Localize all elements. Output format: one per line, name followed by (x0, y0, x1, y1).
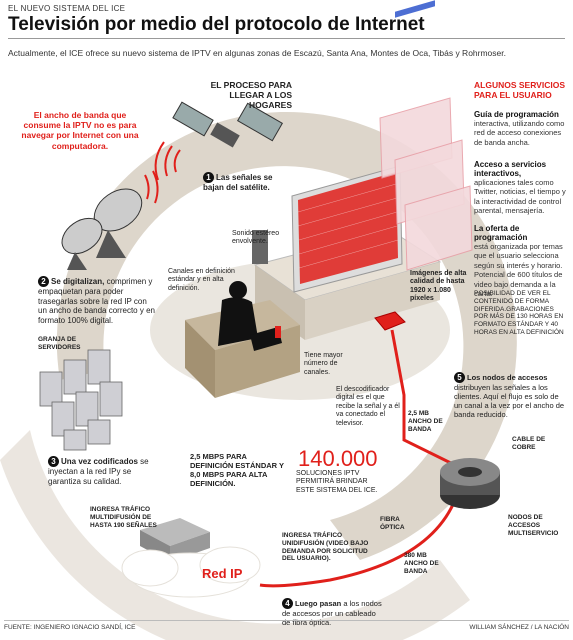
satellite-icon (172, 101, 284, 148)
step-bold: Los nodos de accesos (467, 373, 548, 382)
vod-label: POSIBILIDAD DE VER EL CONTENIDO DE FORMA… (474, 290, 564, 336)
kicker: EL NUEVO SISTEMA DEL ICE (8, 4, 126, 13)
unicast-label: INGRESA TRÁFICO UNIDIFUSIÓN (VIDEO BAJO … (282, 532, 369, 563)
bandwidth-mid-label: 2,5 MBPS PARA DEFINICIÓN ESTÁNDAR Y 8,0 … (190, 452, 284, 488)
copper-cable (390, 329, 466, 472)
satellite-dish-icon (61, 188, 143, 270)
service-item-interactive: Acceso a servicios interactivos, aplicac… (474, 160, 570, 216)
bandwidth-380-label: 380 MB ANCHO DE BANDA (404, 552, 439, 575)
nodes-label: NODOS DE ACCESOS MULTISERVICIO (508, 514, 559, 537)
signal-waves-icon (144, 141, 181, 204)
step-bold-2: bajan del satélite. (203, 183, 270, 192)
step-bold: Se digitalizan, (51, 277, 105, 286)
decoder-icon (374, 311, 406, 331)
step-bold: Las señales se (216, 173, 273, 182)
service-desc: aplicaciones tales como Twitter, noticia… (474, 178, 566, 216)
speaker-icon (252, 230, 268, 264)
process-ring-lower (0, 430, 470, 640)
process-title: EL PROCESO PARA LLEGAR A LOS HOGARES (196, 80, 292, 111)
service-title: La oferta de programación (474, 224, 528, 242)
fiber-label: FIBRA ÓPTICA (380, 516, 405, 531)
page-title: Televisión por medio del protocolo de In… (8, 14, 425, 35)
footer-credit: WILLIAM SÁNCHEZ / LA NACIÓN (469, 624, 569, 631)
step-number: 2 (38, 276, 49, 287)
solutions-text: SOLUCIONES IPTV PERMITIRÁ BRINDAR ESTE S… (296, 470, 378, 494)
process-title-line1: EL PROCESO PARA (210, 80, 292, 90)
step-number: 1 (203, 172, 214, 183)
bandwidth-25-label: 2,5 MB ANCHO DE BANDA (408, 410, 443, 433)
service-desc: está organizada por temas que el usuario… (474, 242, 563, 298)
step-number: 5 (454, 372, 465, 383)
access-node-icon (440, 458, 500, 509)
solutions-number: 140.000 (298, 446, 378, 471)
images-label: Imágenes de alta calidad de hasta 1920 x… (410, 270, 467, 303)
ip-cloud (121, 546, 261, 598)
channels-label: Canales en definición estándar y en alta… (168, 268, 235, 292)
decoder-label: El descodificador digital es el que reci… (336, 386, 400, 427)
bandwidth-callout: El ancho de banda que consume la IPTV no… (21, 110, 139, 151)
footer-rule (4, 620, 569, 621)
intro-text: Actualmente, el ICE ofrece su nuevo sist… (8, 48, 506, 58)
footer-source: FUENTE: INGENIERO IGNACIO SANDÍ, ICE (4, 624, 136, 631)
services-title-line2: PARA EL USUARIO (474, 90, 552, 101)
service-item-programming: La oferta de programación está organizad… (474, 224, 570, 298)
server-farm-icon (39, 349, 123, 451)
service-title: Guía de programación (474, 110, 559, 119)
sound-label: Sonido estéreo envolvente. (232, 230, 280, 246)
title-rule (8, 38, 565, 39)
person-silhouette-icon (218, 281, 282, 351)
step-text: distribuyen las señales a los clientes. … (454, 383, 565, 419)
copper-label: CABLE DE COBRE (512, 436, 546, 451)
step-bold: Luego pasan (295, 599, 342, 608)
remote-control-icon (275, 326, 281, 338)
step-text: comprimen y empaquetan para poder traseg… (38, 277, 155, 325)
step-text: a los nodos de accesos por un cableado d… (282, 599, 382, 627)
step-number: 3 (48, 456, 59, 467)
process-title-line2: LLEGAR A LOS HOGARES (229, 90, 292, 111)
more-channels-label: Tiene mayor número de canales. (304, 352, 343, 376)
service-title: Acceso a servicios interactivos, (474, 160, 547, 178)
step-bold: Una vez codificados (61, 457, 138, 466)
services-title: ALGUNOS SERVICIOS PARA EL USUARIO (474, 80, 565, 100)
services-title-line1: ALGUNOS SERVICIOS (474, 80, 565, 90)
step-text: se inyectan a la red IPy se garantiza su… (48, 457, 149, 486)
service-item-guide: Guía de programación interactiva, utiliz… (474, 110, 570, 147)
service-panel-programming (404, 185, 473, 271)
fiber-cable (259, 499, 457, 588)
multicast-label: INGRESA TRÁFICO MULTIDIFUSIÓN DE HASTA 1… (90, 506, 157, 529)
servers-label: GRANJA DE SERVIDORES (38, 336, 81, 351)
tv-screen (291, 165, 403, 293)
step-number: 4 (282, 598, 293, 609)
service-desc: interactiva, utilizando como red de acce… (474, 119, 565, 147)
red-ip-label: Red IP (202, 566, 243, 581)
